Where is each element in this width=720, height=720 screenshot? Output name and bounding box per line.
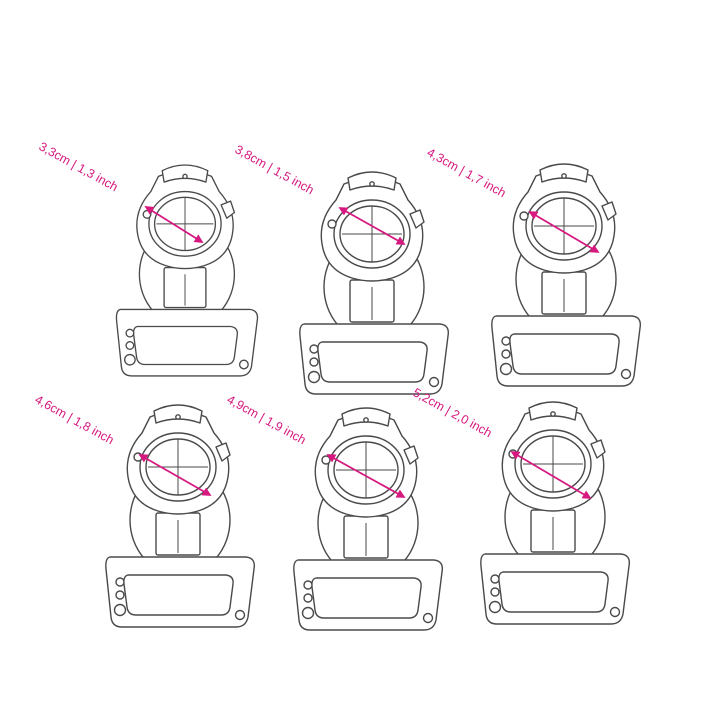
device-drawing-2	[299, 171, 450, 395]
size-label-1: 3,3cm | 1,3 inch	[37, 139, 121, 194]
device-drawing-6	[480, 401, 631, 625]
measure-arrow-2	[338, 207, 406, 245]
measure-arrow-4	[138, 454, 212, 496]
size-label-3: 4,3cm | 1,7 inch	[425, 145, 509, 200]
size-label-4: 4,6cm | 1,8 inch	[33, 392, 117, 447]
measure-arrow-1	[144, 206, 204, 243]
device-drawing-4	[105, 404, 256, 628]
measure-arrow-5	[326, 454, 406, 498]
size-label-6: 5,2cm | 2,0 inch	[411, 385, 495, 440]
measure-arrow-3	[528, 211, 600, 253]
device-drawing-1	[115, 164, 259, 377]
measure-arrow-6	[510, 451, 592, 499]
size-label-5: 4,9cm | 1,9 inch	[225, 392, 309, 447]
device-drawing-5	[293, 407, 444, 631]
size-label-2: 3,8cm | 1,5 inch	[233, 142, 317, 197]
device-drawing-3	[491, 163, 642, 387]
